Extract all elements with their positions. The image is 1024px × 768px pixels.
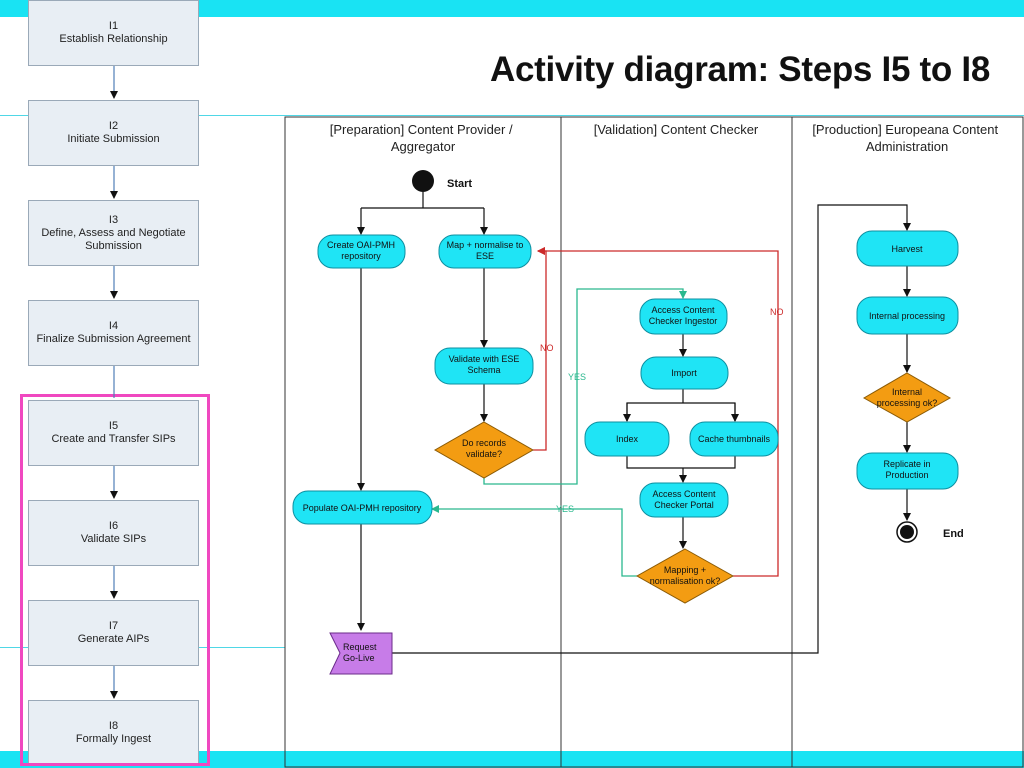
svg-text:Start: Start bbox=[447, 178, 472, 190]
step-id: I1 bbox=[108, 20, 119, 32]
activity-index: Index bbox=[584, 421, 670, 457]
svg-text:Harvest: Harvest bbox=[891, 244, 923, 254]
step-id: I2 bbox=[108, 120, 119, 132]
yes-edges bbox=[431, 288, 687, 577]
step-id: I5 bbox=[108, 420, 119, 432]
divider-line bbox=[0, 115, 1024, 116]
lane-header-validation: [Validation] Content Checker bbox=[594, 122, 759, 137]
step-id: I7 bbox=[108, 620, 119, 632]
activity-internal-processing: Internal processing bbox=[856, 296, 959, 335]
steps-highlight-box bbox=[20, 394, 210, 766]
svg-text:Index: Index bbox=[616, 434, 639, 444]
step-id: I3 bbox=[108, 213, 119, 226]
edge-label-yes: YES bbox=[556, 504, 574, 514]
flow-edges bbox=[357, 192, 911, 654]
step-label: Create and Transfer SIPs bbox=[51, 433, 176, 445]
svg-text:End: End bbox=[943, 528, 964, 540]
edge-label-yes: YES bbox=[568, 372, 586, 382]
no-edges bbox=[533, 247, 779, 577]
start-node: Start bbox=[412, 170, 472, 192]
activity-import: Import bbox=[640, 356, 729, 390]
activity-populate-oai-pmh: Populate OAI-PMH repository bbox=[292, 490, 433, 525]
svg-text:Internal processing: Internal processing bbox=[869, 311, 945, 321]
step-label: Formally Ingest bbox=[75, 733, 152, 745]
step-id: I4 bbox=[108, 320, 119, 332]
step-id: I8 bbox=[108, 720, 119, 732]
top-accent-bar bbox=[0, 0, 1024, 17]
svg-text:Mapping +normalisation ok?: Mapping +normalisation ok? bbox=[650, 565, 721, 586]
edge-label-no: NO bbox=[540, 343, 554, 353]
svg-text:Cache thumbnails: Cache thumbnails bbox=[698, 434, 771, 444]
svg-text:Populate OAI-PMH repository: Populate OAI-PMH repository bbox=[303, 503, 422, 513]
decision-mapping-ok: Mapping +normalisation ok? bbox=[635, 548, 735, 604]
swimlane-frame bbox=[284, 116, 1024, 768]
lane-header-production: [Production] Europeana Content Administr… bbox=[812, 122, 1001, 154]
edge-label-no: NO bbox=[770, 307, 784, 317]
activity-harvest: Harvest bbox=[856, 230, 959, 267]
svg-text:Import: Import bbox=[671, 368, 697, 378]
step-label: Define, Assess and Negotiate Submission bbox=[41, 226, 186, 252]
step-label: Initiate Submission bbox=[67, 133, 160, 145]
end-node: End bbox=[896, 521, 964, 543]
page-title: Activity diagram: Steps I5 to I8 bbox=[490, 50, 990, 89]
step-label: Establish Relationship bbox=[59, 33, 168, 45]
lane-header-preparation: [Preparation] Content Provider / Aggrega… bbox=[330, 122, 516, 154]
step-id: I6 bbox=[108, 520, 119, 532]
step-label: Generate AIPs bbox=[77, 633, 150, 645]
activity-cache-thumbnails: Cache thumbnails bbox=[689, 421, 779, 457]
bottom-accent-bar bbox=[0, 751, 1024, 768]
step-label: Validate SIPs bbox=[80, 533, 147, 545]
step-label: Finalize Submission Agreement bbox=[36, 333, 191, 345]
